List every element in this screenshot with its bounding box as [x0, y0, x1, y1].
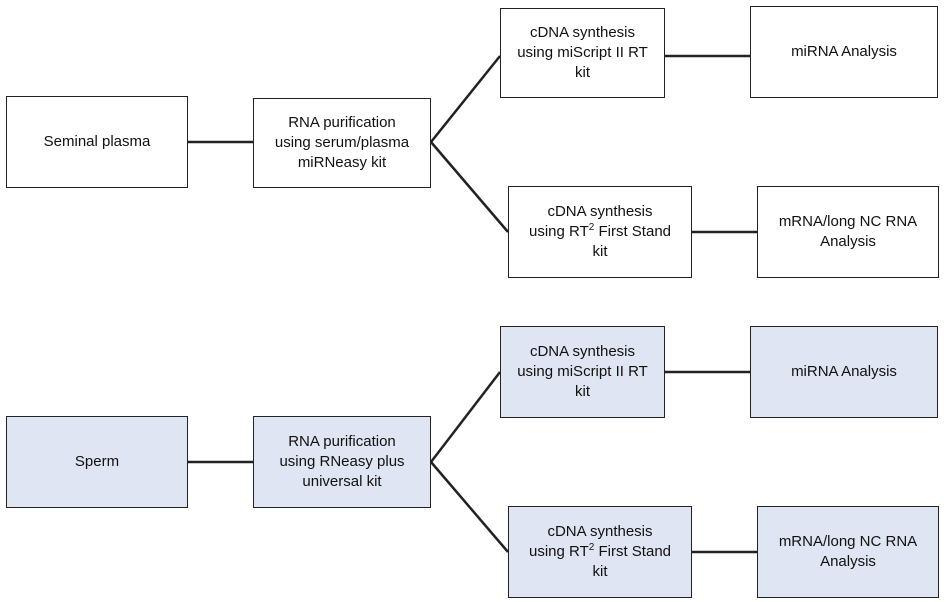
cdna-mrna-line-2-prefix: using RT	[528, 543, 589, 560]
mrna-analysis-line-2: Analysis	[820, 233, 876, 250]
seminal-plasma-label: Seminal plasma	[43, 133, 151, 150]
cdna-mirna-line-3: kit	[575, 383, 590, 400]
cdna-mrna-line-3: kit	[592, 243, 608, 260]
mrna-analysis-line-1: mRNA/long NC RNA	[778, 213, 918, 230]
seminal-plasma-node: Seminal plasma	[6, 96, 188, 188]
cdna-mrna-line-2-prefix: using RT	[528, 223, 589, 240]
cdna-mirna-line-1: cDNA synthesis	[529, 343, 636, 360]
rna-purification-line-2: using RNeasy plus	[279, 453, 405, 470]
mirna-analysis-label: miRNA Analysis	[791, 363, 897, 380]
mrna-analysis-line-1: mRNA/long NC RNA	[778, 533, 918, 550]
cdna-mirna-line-3: kit	[575, 64, 590, 81]
mirna-analysis-node-top: miRNA Analysis	[750, 6, 938, 98]
rna-purification-line-3: universal kit	[302, 473, 382, 490]
connector-purification-to-cdna-mrna-bottom	[430, 461, 509, 553]
cdna-mrna-line-2-suffix: First Stand	[594, 543, 672, 560]
cdna-synthesis-mirna-node-bottom: cDNA synthesis using miScript II RT kit	[500, 326, 665, 418]
cdna-mrna-line-2-suffix: First Stand	[594, 223, 672, 240]
mirna-analysis-node-bottom: miRNA Analysis	[750, 326, 938, 418]
cdna-mirna-line-2: using miScript II RT	[517, 44, 648, 61]
cdna-mrna-line-2: using RT2 First Stand	[529, 222, 671, 242]
cdna-mrna-superscript: 2	[588, 222, 595, 233]
cdna-mirna-line-1: cDNA synthesis	[529, 24, 636, 41]
rna-purification-line-2: using serum/plasma	[274, 134, 410, 151]
connector-purification-to-cdna-mrna-top	[430, 141, 509, 233]
cdna-synthesis-mrna-node-top: cDNA synthesis using RT2 First Stand kit	[508, 186, 692, 278]
cdna-mrna-line-1: cDNA synthesis	[547, 203, 653, 220]
cdna-synthesis-mirna-node-top: cDNA synthesis using miScript II RT kit	[500, 8, 665, 98]
mirna-analysis-label: miRNA Analysis	[791, 43, 897, 60]
connector-purification-to-cdna-mirna-bottom	[430, 371, 501, 463]
connector-purification-to-cdna-mirna-top	[430, 55, 501, 143]
rna-purification-node-bottom: RNA purification using RNeasy plus unive…	[253, 416, 431, 508]
rna-purification-line-1: RNA purification	[288, 114, 396, 131]
mrna-analysis-node-bottom: mRNA/long NC RNA Analysis	[757, 506, 939, 598]
cdna-synthesis-mrna-node-bottom: cDNA synthesis using RT2 First Stand kit	[508, 506, 692, 598]
rna-purification-line-1: RNA purification	[288, 433, 396, 450]
cdna-mirna-line-2: using miScript II RT	[517, 363, 648, 380]
sperm-label: Sperm	[74, 453, 120, 470]
cdna-mrna-superscript: 2	[588, 542, 595, 553]
cdna-mrna-line-2: using RT2 First Stand	[529, 542, 671, 562]
rna-purification-node-top: RNA purification using serum/plasma miRN…	[253, 98, 431, 188]
sperm-node: Sperm	[6, 416, 188, 508]
mrna-analysis-node-top: mRNA/long NC RNA Analysis	[757, 186, 939, 278]
cdna-mrna-line-1: cDNA synthesis	[547, 523, 653, 540]
mrna-analysis-line-2: Analysis	[820, 553, 876, 570]
cdna-mrna-line-3: kit	[592, 563, 608, 580]
rna-purification-line-3: miRNeasy kit	[297, 154, 387, 171]
